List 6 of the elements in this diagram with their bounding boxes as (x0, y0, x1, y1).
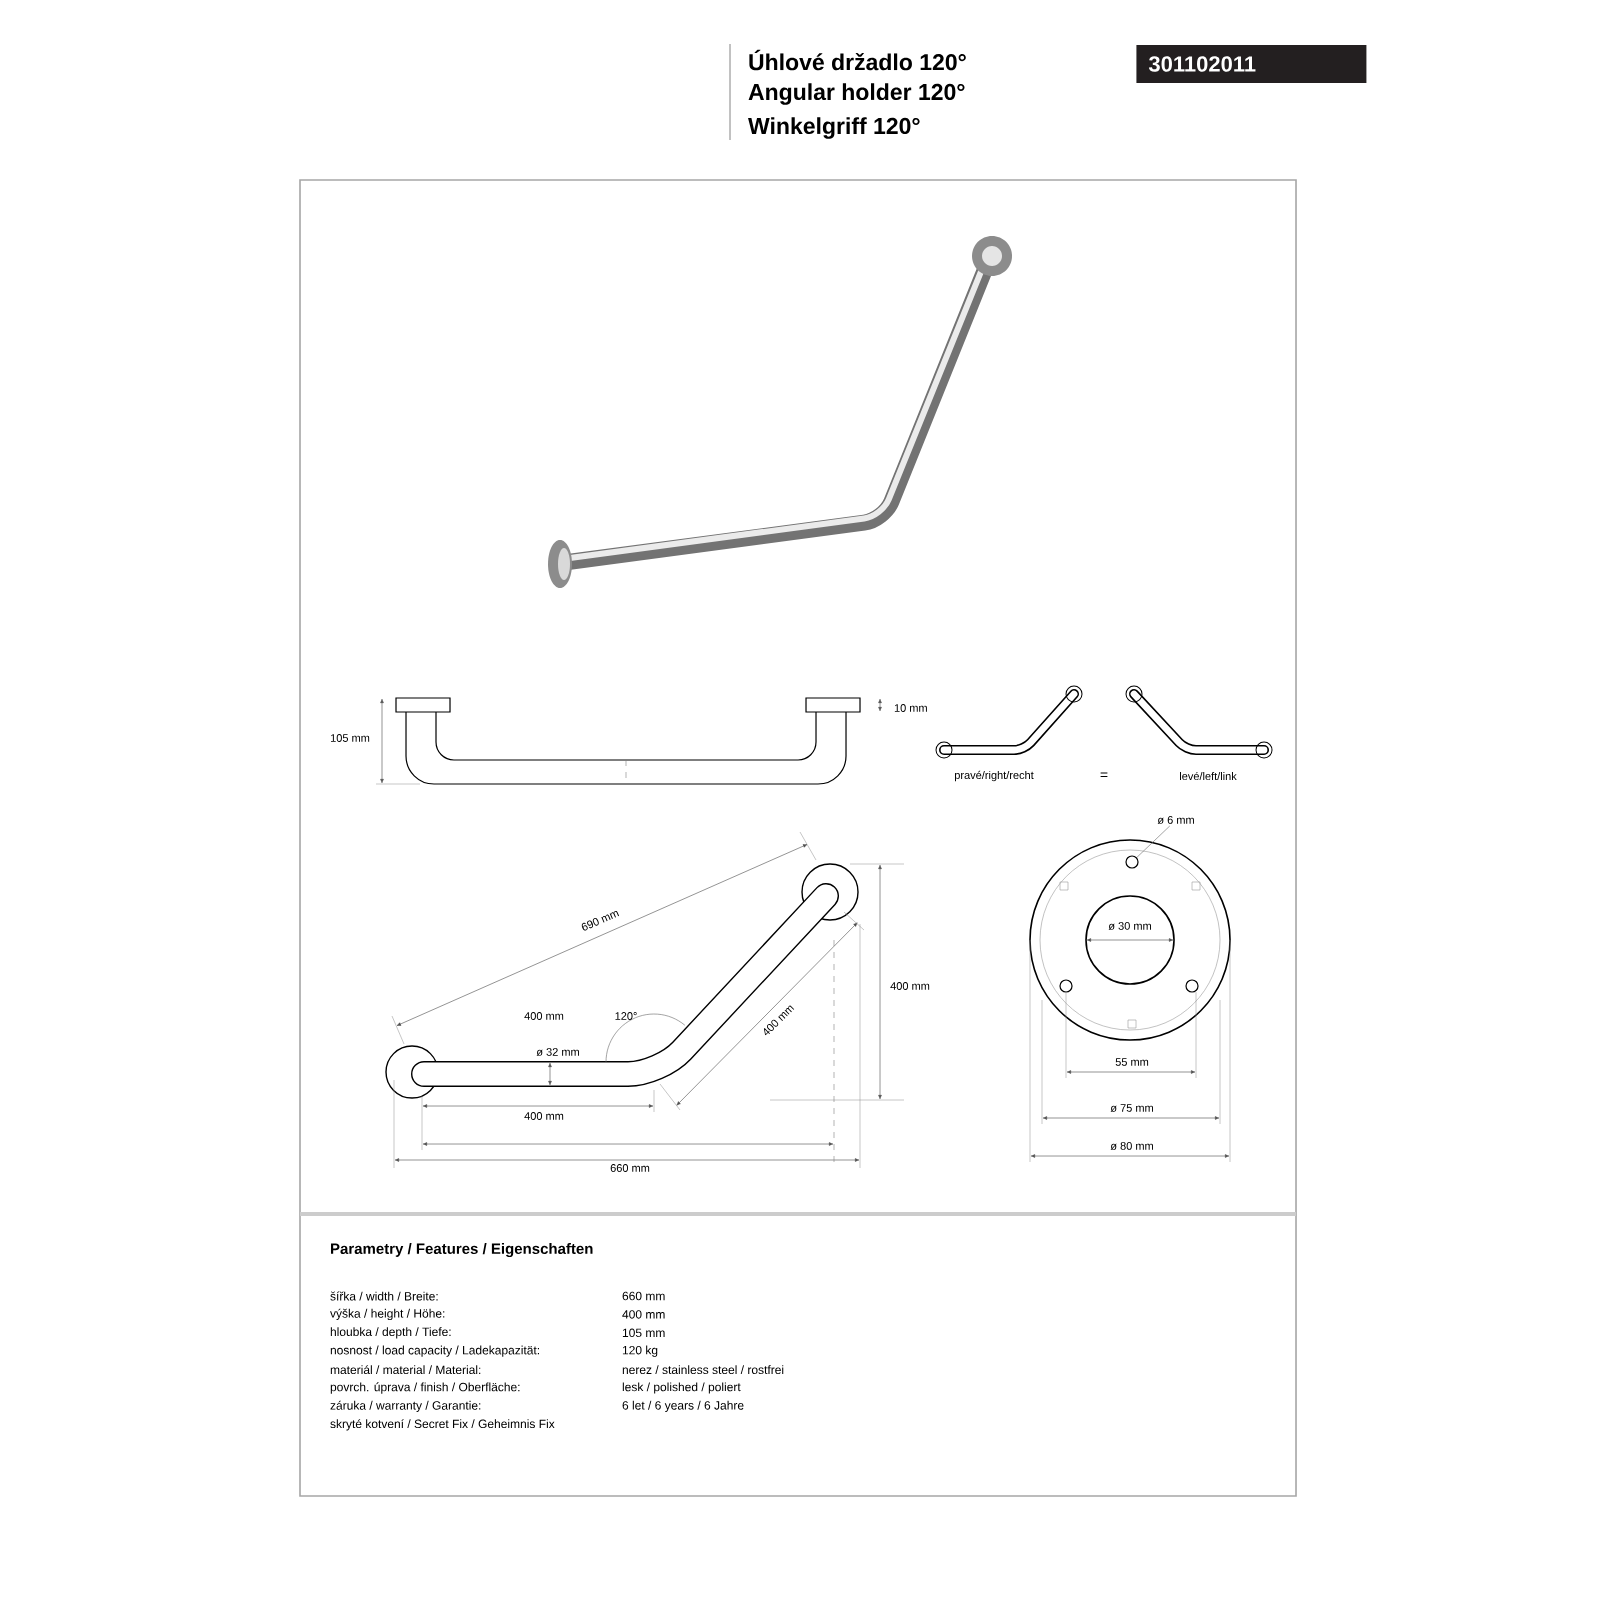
product-code-badge: 301102011 (1136, 45, 1367, 83)
title-line: Úhlové držadlo 120° (749, 49, 966, 71)
leader-line (1136, 825, 1171, 858)
screw-hole (1125, 855, 1139, 869)
title-line: Angular holder 120° (748, 83, 965, 105)
title-line: Winkelgriff 120° (748, 117, 920, 139)
